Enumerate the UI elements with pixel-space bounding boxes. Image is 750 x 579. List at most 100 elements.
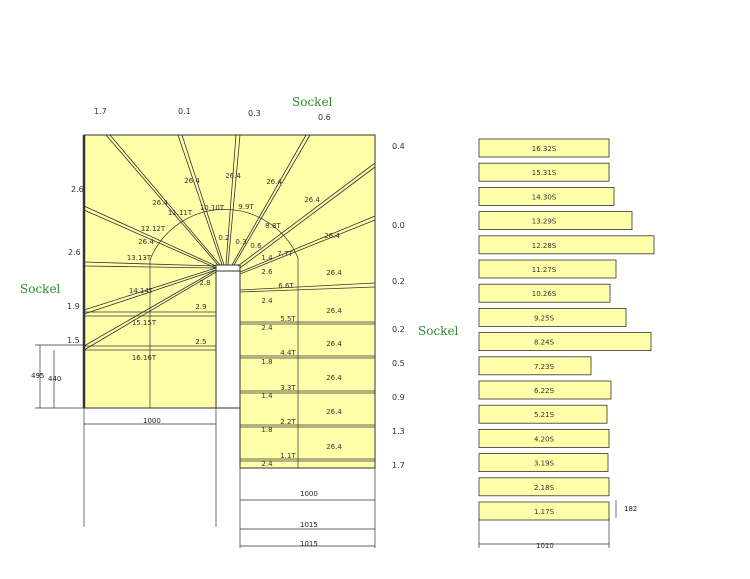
stringer-label-6: 6.22S [534,387,555,395]
left-label-2: 2.6 [68,248,81,257]
tread-12: 12.12T [141,225,166,233]
stringer-label-9: 9.25S [534,314,555,322]
svg-text:0.3: 0.3 [235,238,246,246]
walking-line [149,209,299,468]
svg-text:1.8: 1.8 [261,426,272,434]
svg-text:2.5: 2.5 [195,338,206,346]
stringer-label-16: 16.32S [532,145,557,153]
stringer-label-14: 14.30S [532,193,557,201]
stringer-label-4: 4.20S [534,435,555,443]
left-label-1: 2.6 [71,185,84,194]
stringer-label-3: 3.19S [534,460,555,468]
top-label-4: 0.6 [318,113,331,122]
dim-stringer-width: 1010 [536,542,554,550]
svg-text:2.4: 2.4 [261,460,273,468]
svg-text:26.4: 26.4 [152,199,168,207]
tread-3: 3.3T [280,384,296,392]
dim-bottom-3: 1015 [300,540,318,548]
svg-text:1.4: 1.4 [261,392,273,400]
dim-inner: 440 [48,375,61,383]
stringer-board-1 [478,501,610,521]
stringer-board-9 [478,307,627,327]
top-label-1: 1.7 [94,107,107,116]
tread-10: 10.10T [200,204,225,212]
sockel-label-left: Sockel [20,282,61,296]
dim-stringer-side: 182 [624,505,637,513]
tread-7: 7.7T [277,250,293,258]
stringer-label-5: 5.21S [534,411,555,419]
dim-bottom-1: 1000 [300,490,318,498]
stringer-board-5 [478,404,608,424]
svg-text:2.8: 2.8 [199,279,210,287]
stringer-board-8 [478,332,652,352]
bottom-dimensions [239,468,376,548]
tread-16: 16.16T [132,354,157,362]
right-side-labels: 0.4 0.0 0.2 0.2 0.5 0.9 1.3 1.7 [392,142,405,470]
svg-text:26.4: 26.4 [138,238,154,246]
tread-9: 9.9T [238,203,254,211]
svg-text:0.2: 0.2 [392,325,405,334]
top-label-3: 0.3 [248,109,261,118]
stringer-label-2: 2.18S [534,484,555,492]
stringer-label-11: 11.27S [532,266,557,274]
svg-text:26.4: 26.4 [184,177,200,185]
stringer-label-10: 10.26S [532,290,557,298]
svg-text:2.4: 2.4 [261,324,273,332]
tread-1: 1.1T [280,452,296,460]
stringer-board-16 [478,138,610,158]
stringer-board-14 [478,186,615,206]
stringer-label-8: 8.24S [534,339,555,347]
svg-text:26.4: 26.4 [326,408,342,416]
svg-text:26.4: 26.4 [326,340,342,348]
svg-text:2.9: 2.9 [195,303,206,311]
stringer-board-12 [478,235,655,255]
svg-text:2.6: 2.6 [261,268,273,276]
svg-text:26.4: 26.4 [225,172,241,180]
svg-text:1.8: 1.8 [261,358,272,366]
stringer-board-2 [478,477,610,497]
svg-text:0.2: 0.2 [392,277,405,286]
tread-13: 13.13T [127,254,152,262]
left-label-3: 1.9 [67,302,80,311]
svg-text:0.6: 0.6 [250,242,262,250]
tread-14: 14.14T [129,287,154,295]
svg-text:26.4: 26.4 [326,374,342,382]
tread-5: 5.5T [280,315,296,323]
stair-well [215,264,241,409]
stringer-board-11 [478,259,617,279]
svg-text:26.4: 26.4 [326,443,342,451]
svg-text:1.7: 1.7 [392,461,405,470]
svg-text:0.4: 0.4 [392,142,405,151]
svg-text:26.4: 26.4 [326,269,342,277]
tread-11: 11.11T [168,209,193,217]
tread-8: 8.8T [265,222,281,230]
sockel-label-right: Sockel [418,324,459,338]
stringer-board-6 [478,380,612,400]
svg-text:0.2: 0.2 [218,234,229,242]
tread-values: 2.5 2.9 2.8 26.4 26.4 26.4 26.4 26.4 26.… [138,172,342,451]
stringer-board-4 [478,428,610,448]
svg-text:0.0: 0.0 [392,221,405,230]
svg-text:2.4: 2.4 [261,297,273,305]
svg-text:26.4: 26.4 [304,196,320,204]
svg-text:1.3: 1.3 [392,427,405,436]
svg-text:0.9: 0.9 [392,393,405,402]
dim-bottom-2: 1015 [300,521,318,529]
sockel-label-top: Sockel [292,95,333,109]
svg-text:1.4: 1.4 [261,254,273,262]
stair-plan [82,134,376,469]
stringer-label-12: 12.28S [532,242,557,250]
stringer-board-15 [478,162,610,182]
svg-text:0.5: 0.5 [392,359,405,368]
stringer-label-15: 15.31S [532,169,557,177]
top-label-2: 0.1 [178,107,191,116]
stringer-label-13: 13.29S [532,218,557,226]
stringer-board-3 [478,453,609,473]
dim-width: 1000 [143,417,161,425]
stringer-board-7 [478,356,592,376]
tread-15: 15.15T [132,319,157,327]
tread-2: 2.2T [280,418,296,426]
tread-labels: 16.16T 15.15T 14.14T 13.13T 12.12T 11.11… [127,203,297,460]
inner-values: 0.2 0.3 0.6 1.4 2.6 2.4 2.4 1.8 1.4 1.8 … [218,234,273,468]
